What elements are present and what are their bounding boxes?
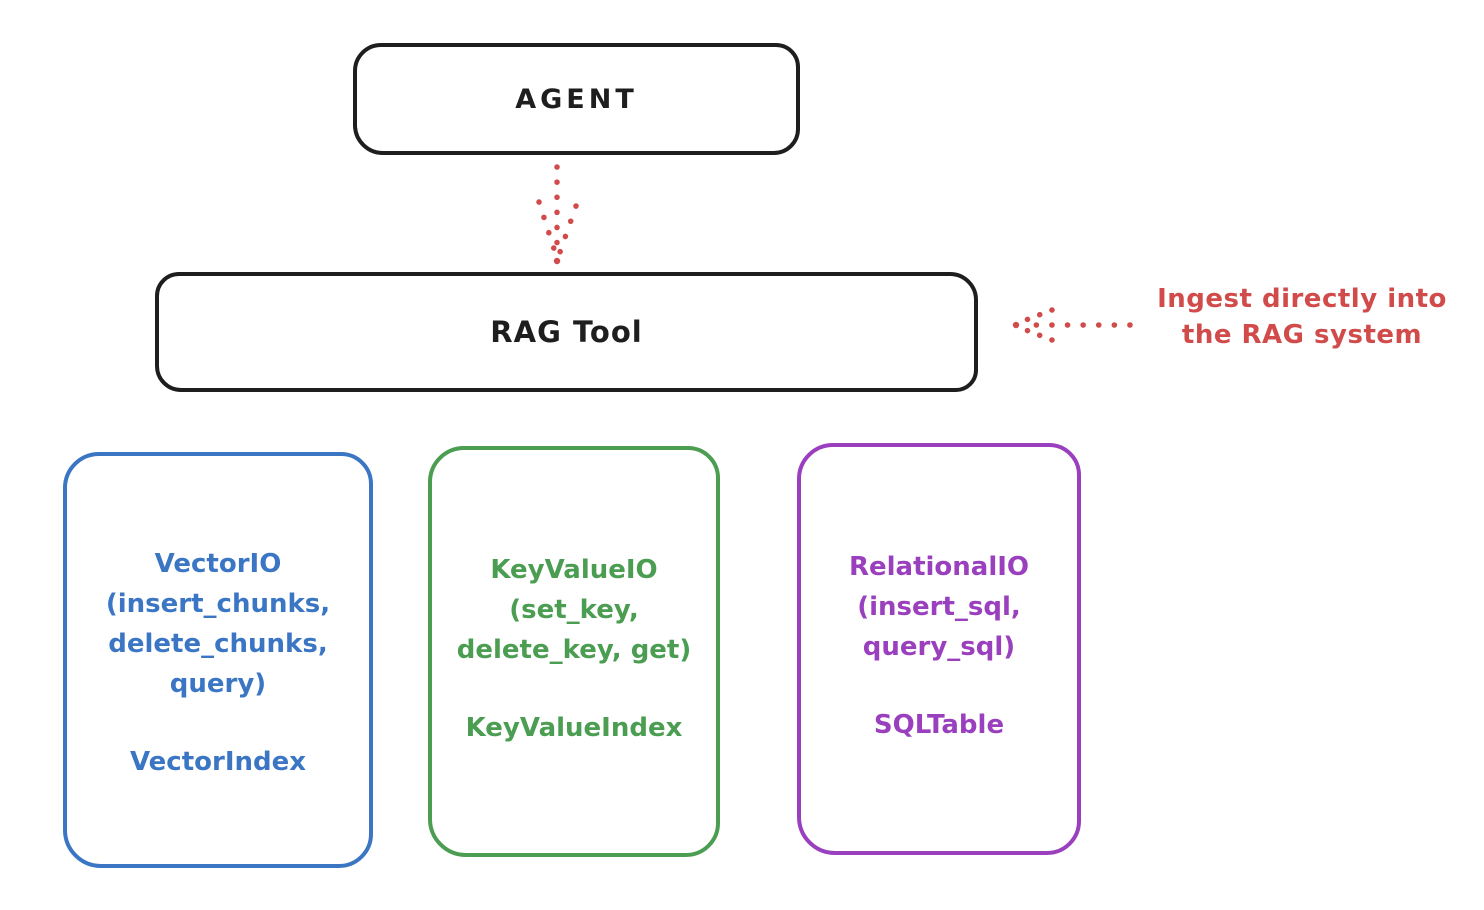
vector-io-method-line2: delete_chunks, [108, 629, 328, 659]
sql-table-label: SQLTable [873, 710, 1005, 740]
relational-io-method-line1: (insert_sql, [857, 592, 1021, 622]
ingest-annotation-line1: Ingest directly into [1157, 284, 1447, 314]
keyvalue-io-node: KeyValueIO (set_key, delete_key, get) Ke… [428, 446, 720, 857]
keyvalue-io-title: KeyValueIO [490, 555, 658, 585]
keyvalue-io-method-line1: (set_key, [509, 595, 639, 625]
vector-io-method-line1: (insert_chunks, [105, 589, 331, 619]
vector-io-node: VectorIO (insert_chunks, delete_chunks, … [63, 452, 373, 868]
ingest-annotation-line2: the RAG system [1181, 320, 1423, 350]
vector-io-lines: VectorIO (insert_chunks, delete_chunks, … [106, 544, 330, 704]
relational-io-node: RelationalIO (insert_sql, query_sql) SQL… [797, 443, 1081, 855]
rag-tool-node: RAG Tool [155, 272, 978, 392]
relational-io-lines: RelationalIO (insert_sql, query_sql) [849, 547, 1029, 667]
agent-label: AGENT [515, 83, 638, 115]
keyvalue-io-lines: KeyValueIO (set_key, delete_key, get) [457, 550, 692, 670]
relational-io-method-line2: query_sql) [862, 632, 1016, 662]
vector-io-method-line3: query) [169, 669, 267, 699]
arrow-ingest-into-rag-icon [1012, 307, 1133, 343]
rag-tool-label: RAG Tool [490, 315, 643, 349]
relational-io-title: RelationalIO [848, 552, 1030, 582]
vector-index-label: VectorIndex [129, 747, 307, 777]
vector-io-title: VectorIO [154, 549, 282, 579]
agent-node: AGENT [353, 43, 800, 155]
arrow-agent-to-ragtool-icon [536, 164, 579, 265]
keyvalue-io-method-line2: delete_key, get) [456, 635, 692, 665]
keyvalue-index-label: KeyValueIndex [465, 713, 683, 743]
ingest-annotation: Ingest directly into the RAG system [1130, 281, 1474, 353]
